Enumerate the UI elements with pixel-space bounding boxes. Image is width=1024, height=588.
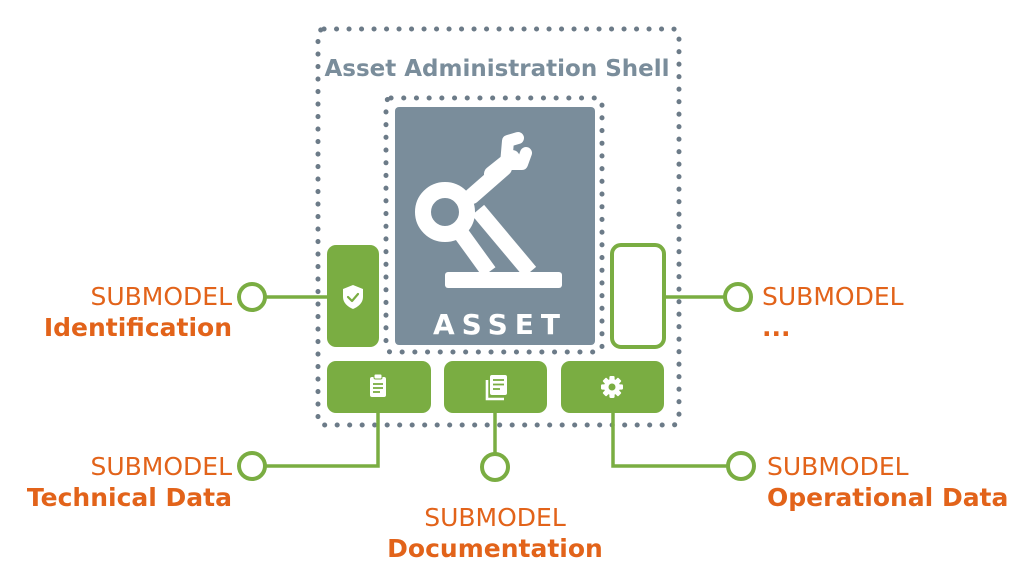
port-identification[interactable]	[237, 282, 267, 312]
label-operational-data: SUBMODEL Operational Data	[767, 454, 1008, 510]
clipboard-icon	[370, 373, 386, 397]
robot-arm-icon	[415, 132, 562, 288]
connector-technical-data	[266, 413, 380, 468]
port-technical-data[interactable]	[237, 451, 267, 481]
label-identification: SUBMODEL Identification	[44, 284, 232, 340]
shell-title: Asset Administration Shell	[324, 56, 669, 82]
connector-operational-data	[611, 413, 727, 468]
label-technical-data: SUBMODEL Technical Data	[27, 454, 232, 510]
shell-border	[315, 26, 682, 428]
label-more: SUBMODEL ...	[762, 284, 904, 340]
label-documentation-kind: SUBMODEL	[424, 503, 566, 532]
documents-icon	[485, 375, 507, 401]
asset-label: ASSET	[433, 308, 567, 341]
gear-icon	[601, 376, 623, 398]
label-documentation: SUBMODEL Documentation	[345, 505, 645, 561]
asset-border	[383, 95, 605, 355]
port-documentation[interactable]	[480, 452, 510, 482]
port-more[interactable]	[723, 282, 753, 312]
label-technical-data-name: Technical Data	[26, 483, 232, 512]
label-operational-data-name: Operational Data	[767, 483, 1009, 512]
port-operational-data[interactable]	[726, 451, 756, 481]
label-more-name: ...	[762, 313, 791, 342]
label-identification-name: Identification	[43, 313, 232, 342]
label-more-kind: SUBMODEL	[762, 282, 904, 311]
submodel-more-tile[interactable]	[610, 243, 666, 349]
shield-check-icon	[343, 285, 363, 309]
label-documentation-name: Documentation	[387, 534, 603, 563]
label-technical-data-kind: SUBMODEL	[90, 452, 232, 481]
label-operational-data-kind: SUBMODEL	[767, 452, 909, 481]
label-identification-kind: SUBMODEL	[90, 282, 232, 311]
